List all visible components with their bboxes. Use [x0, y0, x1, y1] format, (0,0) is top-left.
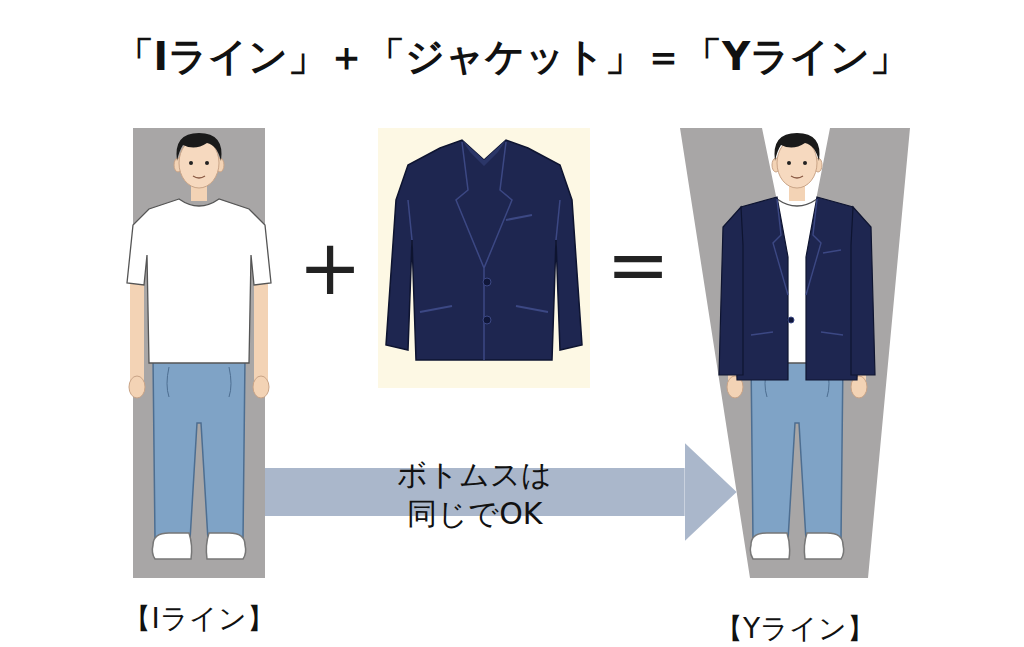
title: 「Iライン」＋「ジャケット」＝「Yライン」	[115, 30, 910, 84]
symbol-box: =	[606, 227, 670, 303]
title-box: 「Iライン」＋「ジャケット」＝「Yライン」	[0, 30, 1024, 84]
jacket-button	[483, 316, 491, 324]
band-label: 【Iライン】	[123, 600, 274, 638]
person-figure	[127, 133, 271, 559]
y-line-band: 【Yライン】	[680, 128, 910, 578]
jacket-lapel	[408, 142, 560, 360]
arrow-label: ボトムスは 同じでOK	[391, 455, 559, 533]
i-shape	[133, 128, 265, 578]
edge-label-box: ボトムスは 同じでOK	[391, 455, 559, 533]
jacket-illustration	[386, 140, 582, 360]
jacket-panel	[378, 128, 590, 388]
worn-jacket	[719, 197, 875, 380]
y-shape	[680, 128, 910, 578]
operator-symbol: +	[298, 230, 362, 306]
jacket-lapel	[773, 199, 821, 295]
band-shape	[133, 128, 265, 578]
operator-symbol: =	[606, 227, 670, 303]
symbol-box: +	[298, 230, 362, 306]
jacket-sleeve	[719, 207, 743, 375]
jacket-button	[788, 317, 794, 323]
band-shape	[680, 128, 910, 578]
jacket-pocket	[751, 250, 843, 335]
i-line-band: 【Iライン】	[133, 128, 265, 578]
person-figure	[725, 133, 869, 559]
jacket-button	[483, 278, 491, 286]
jacket-collar	[462, 140, 506, 166]
band-label: 【Yライン】	[715, 610, 875, 647]
jacket-sleeve	[851, 207, 875, 375]
jacket-pocket	[420, 215, 548, 312]
jacket-body	[386, 140, 582, 360]
